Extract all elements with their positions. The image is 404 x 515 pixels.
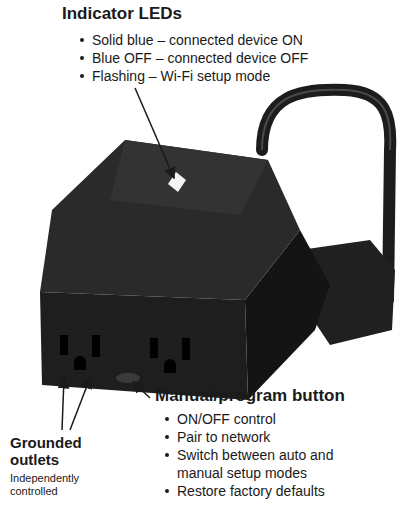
housing-ridge [110,140,268,215]
bullet-dot [165,453,169,457]
callout-note: Independently controlled [10,472,110,498]
housing-top [40,140,300,300]
outlet-slot [92,335,100,357]
leader-line [135,88,174,178]
indicator-led [168,172,186,192]
bullet-text: Solid blue – connected device ON [92,31,392,49]
housing-front [40,292,248,400]
bullet-text: Blue OFF – connected device OFF [92,49,392,67]
bullet-dot [165,435,169,439]
outlet-slot [60,335,68,355]
bullet-dot [80,56,84,60]
section-heading: Manual/program button [155,386,400,406]
bullet-dot [165,417,169,421]
outlet-ground [164,359,176,373]
callout-heading: Grounded outlets [10,434,110,468]
leader-line [62,378,64,430]
bullet-dot [165,489,169,493]
leader-line [133,382,150,398]
bullet-dot [80,38,84,42]
outlet-ground [74,356,86,370]
outlet-slot [182,338,190,360]
bullet-text: Switch between auto and manual setup mod… [177,446,357,482]
section-heading: Indicator LEDs [62,4,302,24]
leader-line [70,378,90,430]
bullet-text: Restore factory defaults [177,482,377,500]
bullet-text: ON/OFF control [177,410,357,428]
bullet-text: Flashing – Wi-Fi setup mode [92,67,392,85]
bullet-text: Pair to network [177,428,357,446]
outlet-slot [150,338,158,358]
bullet-dot [80,74,84,78]
program-button [116,373,140,383]
cord-highlight [262,90,390,150]
